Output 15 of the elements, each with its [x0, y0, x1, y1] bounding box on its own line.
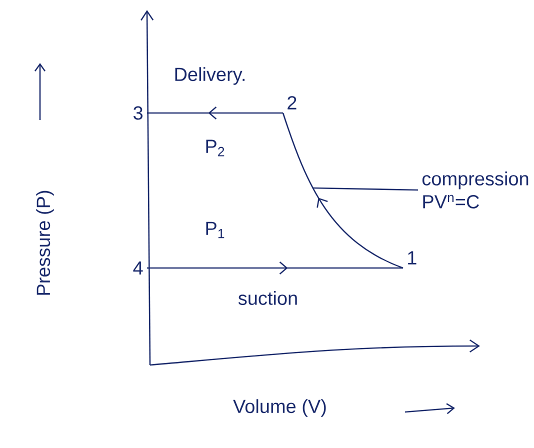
edge-label: P$_{1}$ — [204, 220, 226, 240]
axis-label: Volume (V) — [233, 399, 326, 417]
point-number: 2 — [288, 96, 296, 110]
stage-label: Delivery. — [175, 67, 244, 85]
point-number: 4 — [133, 261, 143, 275]
leader-line — [312, 187, 418, 191]
process-line — [282, 112, 404, 269]
edge-label: P$_{2}$ — [204, 138, 226, 158]
leader-text: compression PV$^{n}$=C — [422, 172, 528, 208]
point-number: 3 — [134, 106, 142, 120]
axis-label: Pressure (P) — [36, 190, 54, 295]
process-line — [147, 262, 403, 274]
stage-label: suction — [238, 291, 297, 305]
process-line — [147, 106, 283, 120]
point-number: 1 — [408, 251, 416, 264]
